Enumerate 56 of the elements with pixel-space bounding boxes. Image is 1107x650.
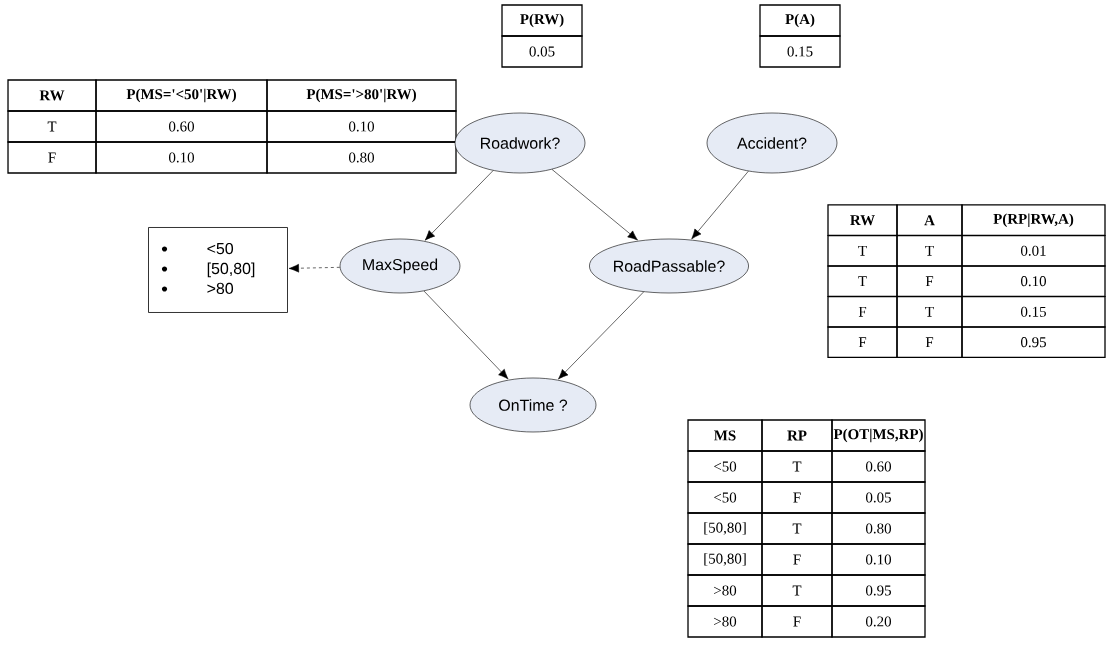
table-cell: T bbox=[896, 234, 963, 267]
table-cell: 0.80 bbox=[831, 512, 926, 545]
table-cell: 0.15 bbox=[759, 35, 841, 68]
table-cell: F bbox=[896, 265, 963, 298]
arrow bbox=[691, 170, 749, 240]
table-cell: T bbox=[761, 450, 833, 483]
table-cell: 0.10 bbox=[95, 141, 268, 174]
table-cell: <50 bbox=[687, 481, 763, 514]
state-list-box: <50 [50,80] >80 bbox=[148, 227, 288, 313]
table-header: RW bbox=[827, 204, 898, 237]
table-header: P(RW) bbox=[501, 4, 583, 37]
table-header: P(MS='<50'|RW) bbox=[95, 79, 268, 112]
table-cell: 0.15 bbox=[961, 295, 1106, 328]
table-cell: F bbox=[827, 295, 898, 328]
table-cell: 0.10 bbox=[266, 110, 457, 143]
table-cell: 0.60 bbox=[831, 450, 926, 483]
table-cell: F bbox=[761, 605, 833, 638]
table-header: P(A) bbox=[759, 4, 841, 37]
table-cell: F bbox=[761, 543, 833, 576]
table-cell: T bbox=[827, 234, 898, 267]
table-cell: F bbox=[896, 326, 963, 359]
table-header: P(MS='>80'|RW) bbox=[266, 79, 457, 112]
table-cell: 0.60 bbox=[95, 110, 268, 143]
table-cell: T bbox=[761, 574, 833, 607]
table-cell: 0.80 bbox=[266, 141, 457, 174]
arrow bbox=[551, 169, 638, 241]
table-cell: F bbox=[7, 141, 97, 174]
table-cell: T bbox=[761, 512, 833, 545]
arrow bbox=[424, 170, 494, 241]
table-cell: 0.05 bbox=[831, 481, 926, 514]
table-cell: [50,80] bbox=[687, 543, 763, 576]
table-cell: >80 bbox=[687, 574, 763, 607]
table-cell: 0.95 bbox=[831, 574, 926, 607]
table-cell: T bbox=[7, 110, 97, 143]
table-header: A bbox=[896, 204, 963, 237]
table-header: P(OT|MS,RP) bbox=[831, 419, 926, 452]
table-cell: 0.20 bbox=[831, 605, 926, 638]
table-cell: F bbox=[827, 326, 898, 359]
table-cell: 0.05 bbox=[501, 35, 583, 68]
table-header: P(RP|RW,A) bbox=[961, 204, 1106, 237]
table-header: MS bbox=[687, 419, 763, 452]
table-header: RP bbox=[761, 419, 833, 452]
table-cell: 0.10 bbox=[831, 543, 926, 576]
dashed-arrow bbox=[288, 263, 341, 273]
table-cell: T bbox=[827, 265, 898, 298]
arrow bbox=[423, 290, 509, 380]
table-cell: T bbox=[896, 295, 963, 328]
arrow bbox=[558, 291, 644, 380]
table-cell: <50 bbox=[687, 450, 763, 483]
table-cell: 0.10 bbox=[961, 265, 1106, 298]
table-cell: [50,80] bbox=[687, 512, 763, 545]
table-cell: 0.01 bbox=[961, 234, 1106, 267]
table-cell: >80 bbox=[687, 605, 763, 638]
table-header: RW bbox=[7, 79, 97, 112]
table-cell: F bbox=[761, 481, 833, 514]
table-cell: 0.95 bbox=[961, 326, 1106, 359]
